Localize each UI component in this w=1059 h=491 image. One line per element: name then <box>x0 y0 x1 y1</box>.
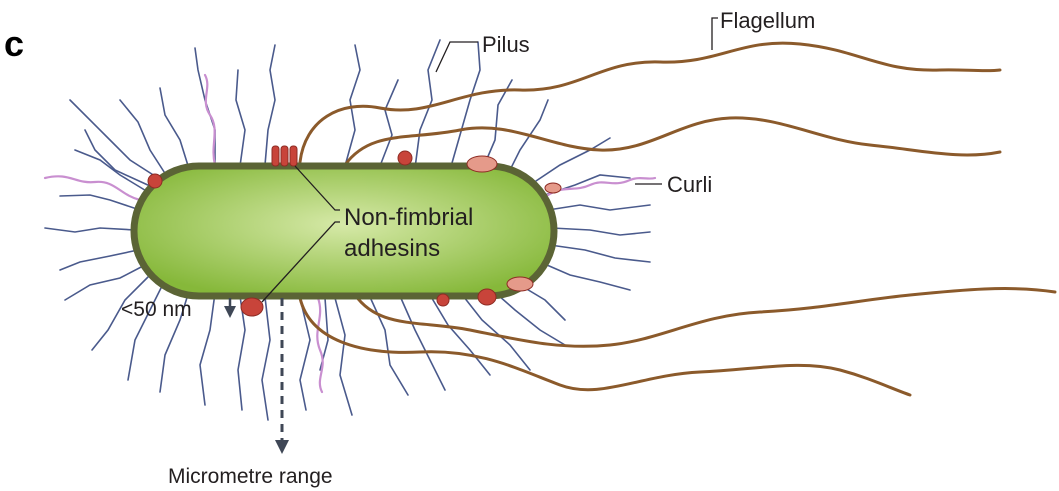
adhesin-rod <box>272 146 279 166</box>
pilus-line <box>60 250 138 270</box>
pilus-line <box>160 88 190 172</box>
short-range-label: <50 nm <box>121 298 192 321</box>
curli-label: Curli <box>667 172 712 197</box>
adhesin-blob <box>398 151 412 165</box>
adhesin-blob <box>437 294 449 306</box>
adhesin-blob <box>478 289 496 305</box>
curli-fibre <box>205 75 215 165</box>
cell-body <box>134 166 554 296</box>
pilus-line <box>60 195 140 210</box>
pilus-line <box>552 228 650 235</box>
adhesin-blob <box>241 298 263 316</box>
adhesin-blob <box>507 277 533 291</box>
pilus-line <box>236 70 245 166</box>
pilus-label: Pilus <box>482 32 530 57</box>
flagellum-label: Flagellum <box>720 8 815 33</box>
flagellum-leader <box>712 18 718 50</box>
long-range-label: Micrometre range <box>168 465 333 488</box>
adhesin-blob <box>545 183 561 193</box>
pilus-line <box>335 298 352 415</box>
short-range-arrow <box>224 298 236 318</box>
non-fimbrial-label-line2: adhesins <box>344 235 440 262</box>
long-range-arrow <box>275 298 289 454</box>
adhesin-blob <box>148 174 162 188</box>
flagellum-line <box>345 118 1000 165</box>
adhesin-blob <box>467 156 497 172</box>
pilus-line <box>550 245 650 262</box>
pilus-line <box>548 205 650 210</box>
adhesin-rod <box>281 146 288 166</box>
pilus-line <box>540 262 630 290</box>
pilus-line <box>120 100 168 178</box>
panel-letter: c <box>4 23 24 64</box>
adhesin-rod <box>290 146 297 166</box>
pilus-line <box>262 297 270 420</box>
curli-fibre <box>317 298 322 392</box>
pilus-line <box>45 228 135 232</box>
pilus-line <box>200 293 215 405</box>
pilus-line <box>380 80 398 166</box>
pilus-leader <box>436 42 478 72</box>
pilus-line <box>128 280 165 380</box>
curli-fibre <box>548 178 655 195</box>
pilus-line <box>450 42 480 170</box>
pilus-line <box>430 295 490 375</box>
pilus-line <box>65 265 145 300</box>
flagellum-line <box>300 43 1000 162</box>
non-fimbrial-label-line1: Non-fimbrial <box>344 204 473 231</box>
pilus-line <box>195 48 215 168</box>
